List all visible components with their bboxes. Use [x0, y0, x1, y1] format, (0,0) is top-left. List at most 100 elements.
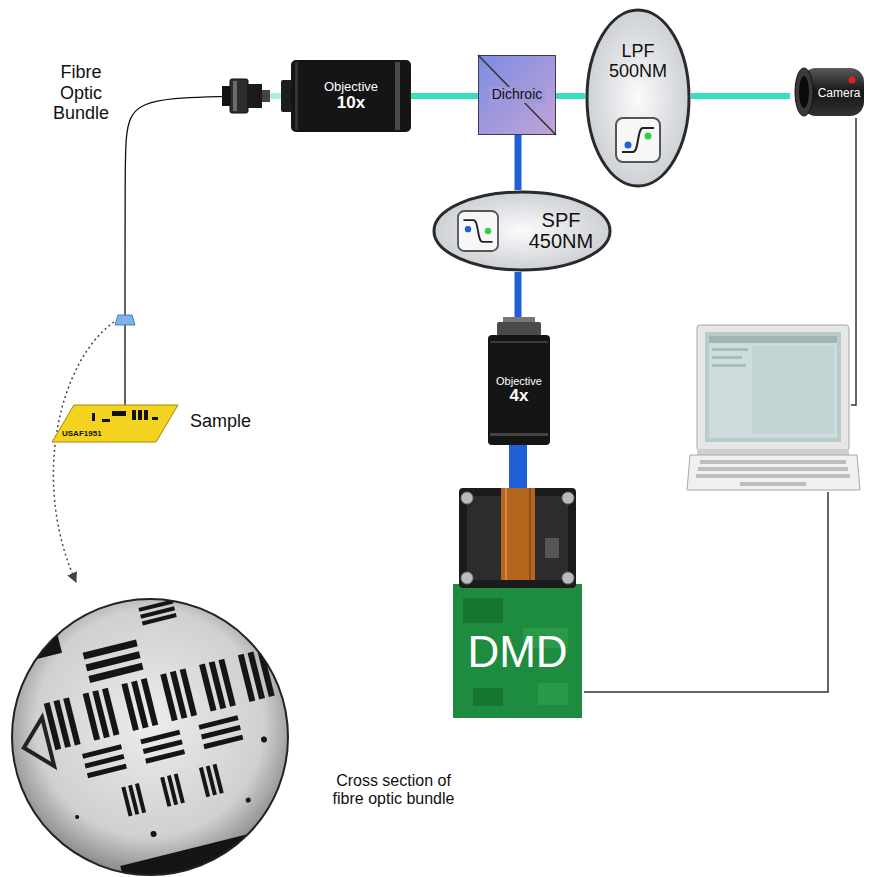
- filter-icon: [485, 228, 491, 234]
- light-beam: [691, 93, 790, 99]
- bundle-cross-section: [203, 735, 243, 750]
- bundle-cross-section: [145, 749, 185, 764]
- node-text: Objective: [324, 80, 378, 94]
- filter-icon: [622, 128, 654, 152]
- bundle-cross-section: [88, 663, 143, 683]
- connector-layer: [125, 96, 790, 488]
- node-outline: [501, 488, 535, 580]
- fibre-connector: [270, 93, 282, 99]
- node-outline: [52, 405, 178, 442]
- laptop: [740, 482, 806, 486]
- caption-label: Cross section of fibre optic bundle: [326, 772, 461, 809]
- filter-icon: [465, 226, 471, 232]
- laptop: [687, 455, 860, 490]
- node-outline: [395, 62, 400, 130]
- node-outline: [92, 410, 158, 422]
- filter-icon: [458, 211, 498, 251]
- node-outline: [585, 8, 691, 188]
- node-outline: [295, 62, 298, 130]
- node-text: 10x: [337, 94, 365, 113]
- fibre-connector: [233, 81, 237, 111]
- bundle-cross-section: [141, 678, 158, 726]
- bundle-cross-section: [142, 613, 177, 625]
- node-text: USAF1951: [62, 430, 102, 439]
- node-outline: [479, 56, 556, 135]
- laptop: [687, 325, 860, 490]
- node-outline: [459, 488, 576, 588]
- long-pass-filter: LPF500NM: [585, 8, 691, 188]
- node-outline: [490, 341, 548, 343]
- filter-icon: [616, 118, 660, 162]
- node-text: Camera: [818, 87, 861, 100]
- node-text: 500NM: [609, 62, 667, 82]
- node-outline: [545, 538, 559, 558]
- filter-icon: [645, 133, 652, 140]
- node-outline: [152, 417, 158, 420]
- signal-cable: [584, 492, 828, 692]
- bundle-cross-section: [245, 797, 251, 803]
- objective-cap: [497, 322, 541, 336]
- node-outline: [473, 688, 503, 706]
- sample-slide: USAF1951Sample: [52, 405, 178, 442]
- filter-icon: [625, 142, 632, 149]
- laptop: [752, 346, 834, 434]
- bundle-cross-section: [18, 718, 54, 773]
- laptop: [712, 356, 742, 359]
- node-outline: [453, 488, 582, 718]
- laptop: [712, 364, 746, 367]
- node-outline: [102, 419, 110, 422]
- laptop: [709, 336, 837, 438]
- light-beam: [411, 93, 478, 99]
- node-outline: [132, 410, 136, 420]
- node-outline: [562, 572, 574, 584]
- laptop: [712, 348, 748, 351]
- objective-lens: Objective4x: [488, 335, 550, 445]
- laptop: [698, 467, 848, 471]
- bundle-cross-section: [135, 783, 146, 813]
- node-text: SPF: [542, 210, 581, 231]
- excitation-beam: [509, 445, 527, 488]
- node-outline: [463, 598, 503, 623]
- node-outline: [478, 55, 556, 135]
- bundle-cross-section: [18, 593, 62, 660]
- fibre-connector: [222, 79, 292, 113]
- part-label: Sample: [190, 412, 251, 432]
- node-outline: [461, 572, 473, 584]
- node-text: 4x: [510, 387, 529, 406]
- excitation-beam: [515, 135, 522, 190]
- objective-lens: Objective10x: [291, 60, 411, 132]
- bundle-cross-section: [0, 545, 313, 877]
- node-outline: [291, 60, 411, 132]
- signal-cable: [851, 118, 856, 405]
- node-outline: [562, 492, 574, 504]
- node-outline: [849, 77, 856, 84]
- camera: Camera: [790, 56, 866, 132]
- node-outline: [453, 584, 582, 718]
- node-outline: [505, 488, 507, 580]
- fibre-connector: [248, 84, 262, 108]
- node-outline: [488, 335, 550, 445]
- node-outline: [112, 411, 126, 416]
- objective-cap: [497, 317, 541, 336]
- bundle-cross-section: [218, 659, 235, 707]
- fibre-connector: [262, 90, 270, 102]
- bundle-cross-section: [12, 599, 288, 875]
- node-text: 450NM: [529, 231, 593, 252]
- laptop: [709, 336, 837, 343]
- part-label: Fibre Optic Bundle: [50, 62, 112, 124]
- bundle-cross-section: [0, 545, 313, 877]
- dmd-board: DMD: [453, 488, 582, 718]
- light-beam: [556, 93, 585, 99]
- laptop: [696, 474, 850, 478]
- node-text: DMD: [467, 628, 567, 676]
- short-pass-filter: SPF450NM: [432, 190, 612, 272]
- laptop: [696, 460, 850, 486]
- node-outline: [92, 413, 95, 421]
- node-outline: [434, 192, 610, 270]
- bundle-cross-section: [150, 830, 157, 837]
- bundle-cross-section: [180, 668, 197, 716]
- bundle-cross-section: [213, 764, 224, 794]
- bundle-cross-section: [63, 697, 80, 745]
- bundle-cross-section: [87, 764, 127, 779]
